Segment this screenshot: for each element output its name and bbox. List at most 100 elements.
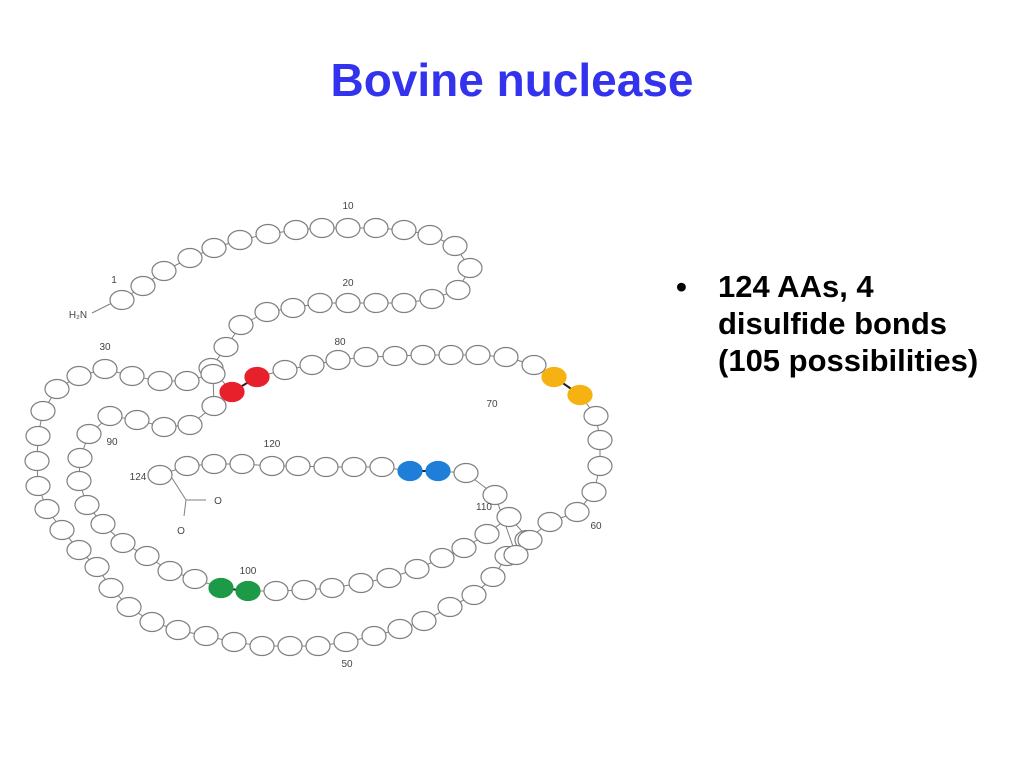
residue — [404, 558, 430, 580]
residue — [482, 484, 508, 506]
residue — [227, 229, 253, 251]
residue — [387, 618, 413, 640]
residue-disulfide-orange — [567, 384, 593, 406]
n-terminus-bond — [91, 302, 113, 314]
residue — [119, 365, 145, 387]
residue — [319, 577, 345, 599]
residue — [74, 494, 100, 516]
residue — [201, 237, 227, 259]
residue — [369, 456, 395, 478]
residue — [25, 475, 51, 497]
residue — [353, 346, 379, 368]
position-label-100: 100 — [240, 566, 257, 577]
residue — [254, 301, 280, 323]
residue — [503, 544, 529, 566]
residue — [139, 611, 165, 633]
residue — [130, 275, 156, 297]
residue — [90, 513, 116, 535]
residue — [457, 257, 483, 279]
residue — [307, 292, 333, 314]
residue — [285, 455, 311, 477]
residue-disulfide-blue — [397, 460, 423, 482]
n-terminus-label: H₂N — [69, 310, 87, 321]
residue — [521, 354, 547, 376]
residue — [305, 635, 331, 657]
residue — [182, 568, 208, 590]
carboxyl-bond — [171, 477, 206, 517]
residue — [49, 519, 75, 541]
residue — [66, 470, 92, 492]
residue — [84, 556, 110, 578]
residue — [228, 314, 254, 336]
residue — [177, 247, 203, 269]
residue — [417, 224, 443, 246]
residue — [76, 423, 102, 445]
residue — [496, 506, 522, 528]
residue — [587, 455, 613, 477]
residue — [451, 537, 477, 559]
residue — [66, 539, 92, 561]
residue — [517, 529, 543, 551]
position-label-90: 90 — [106, 437, 118, 448]
position-label-10: 10 — [342, 201, 354, 212]
residue — [30, 400, 56, 422]
residue — [283, 219, 309, 241]
position-label-50: 50 — [341, 659, 353, 670]
residue — [474, 523, 500, 545]
residue — [348, 572, 374, 594]
carboxyl-oxygen-label: O — [177, 526, 185, 537]
residue — [34, 498, 60, 520]
residue — [147, 464, 173, 486]
residue — [438, 344, 464, 366]
residue — [587, 429, 613, 451]
residue-chain — [24, 217, 613, 657]
residue — [229, 453, 255, 475]
residue — [157, 560, 183, 582]
residue — [341, 456, 367, 478]
residue — [259, 455, 285, 477]
residue — [174, 370, 200, 392]
residue-disulfide-green — [235, 580, 261, 602]
residue — [537, 511, 563, 533]
position-label-30: 30 — [99, 342, 111, 353]
residue — [44, 378, 70, 400]
residue — [193, 625, 219, 647]
residue-disulfide-red — [219, 381, 245, 403]
position-label-80: 80 — [334, 337, 346, 348]
residue — [309, 217, 335, 239]
residue — [25, 425, 51, 447]
bullet-list: • 124 AAs, 4 disulfide bonds (105 possib… — [672, 268, 992, 379]
residue — [410, 344, 436, 366]
position-label-120: 120 — [264, 439, 281, 450]
residue — [67, 447, 93, 469]
residue — [411, 610, 437, 632]
residue — [277, 635, 303, 657]
residue — [442, 235, 468, 257]
residue — [376, 567, 402, 589]
residue — [249, 635, 275, 657]
residue — [429, 547, 455, 569]
residue — [24, 450, 50, 472]
residue — [493, 346, 519, 368]
residue — [335, 217, 361, 239]
residue — [465, 344, 491, 366]
residue — [363, 292, 389, 314]
bullet-dot: • — [676, 269, 687, 304]
residue — [453, 462, 479, 484]
residue — [66, 365, 92, 387]
residue — [480, 566, 506, 588]
residue — [564, 501, 590, 523]
residue — [333, 631, 359, 653]
position-label-1: 1 — [111, 275, 117, 286]
residue — [98, 577, 124, 599]
residue — [335, 292, 361, 314]
residue — [313, 456, 339, 478]
residue — [124, 409, 150, 431]
residue — [437, 596, 463, 618]
residue — [363, 217, 389, 239]
residue — [272, 359, 298, 381]
carboxyl-oxygen-label: O — [214, 496, 222, 507]
residue — [583, 405, 609, 427]
residue — [116, 596, 142, 618]
